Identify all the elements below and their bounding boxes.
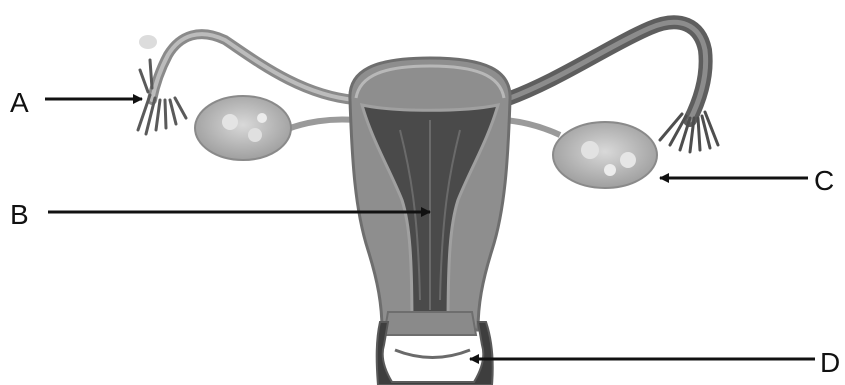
label-b: B <box>10 199 29 230</box>
label-a: A <box>10 87 29 118</box>
label-c: C <box>814 165 834 196</box>
left-ovary <box>195 96 291 160</box>
right-ovary <box>553 122 657 188</box>
label-d: D <box>820 347 840 378</box>
right-fimbriae <box>660 112 718 152</box>
cervix <box>384 312 476 335</box>
right-fallopian-tube <box>505 22 706 120</box>
left-fallopian-tube <box>152 34 355 100</box>
